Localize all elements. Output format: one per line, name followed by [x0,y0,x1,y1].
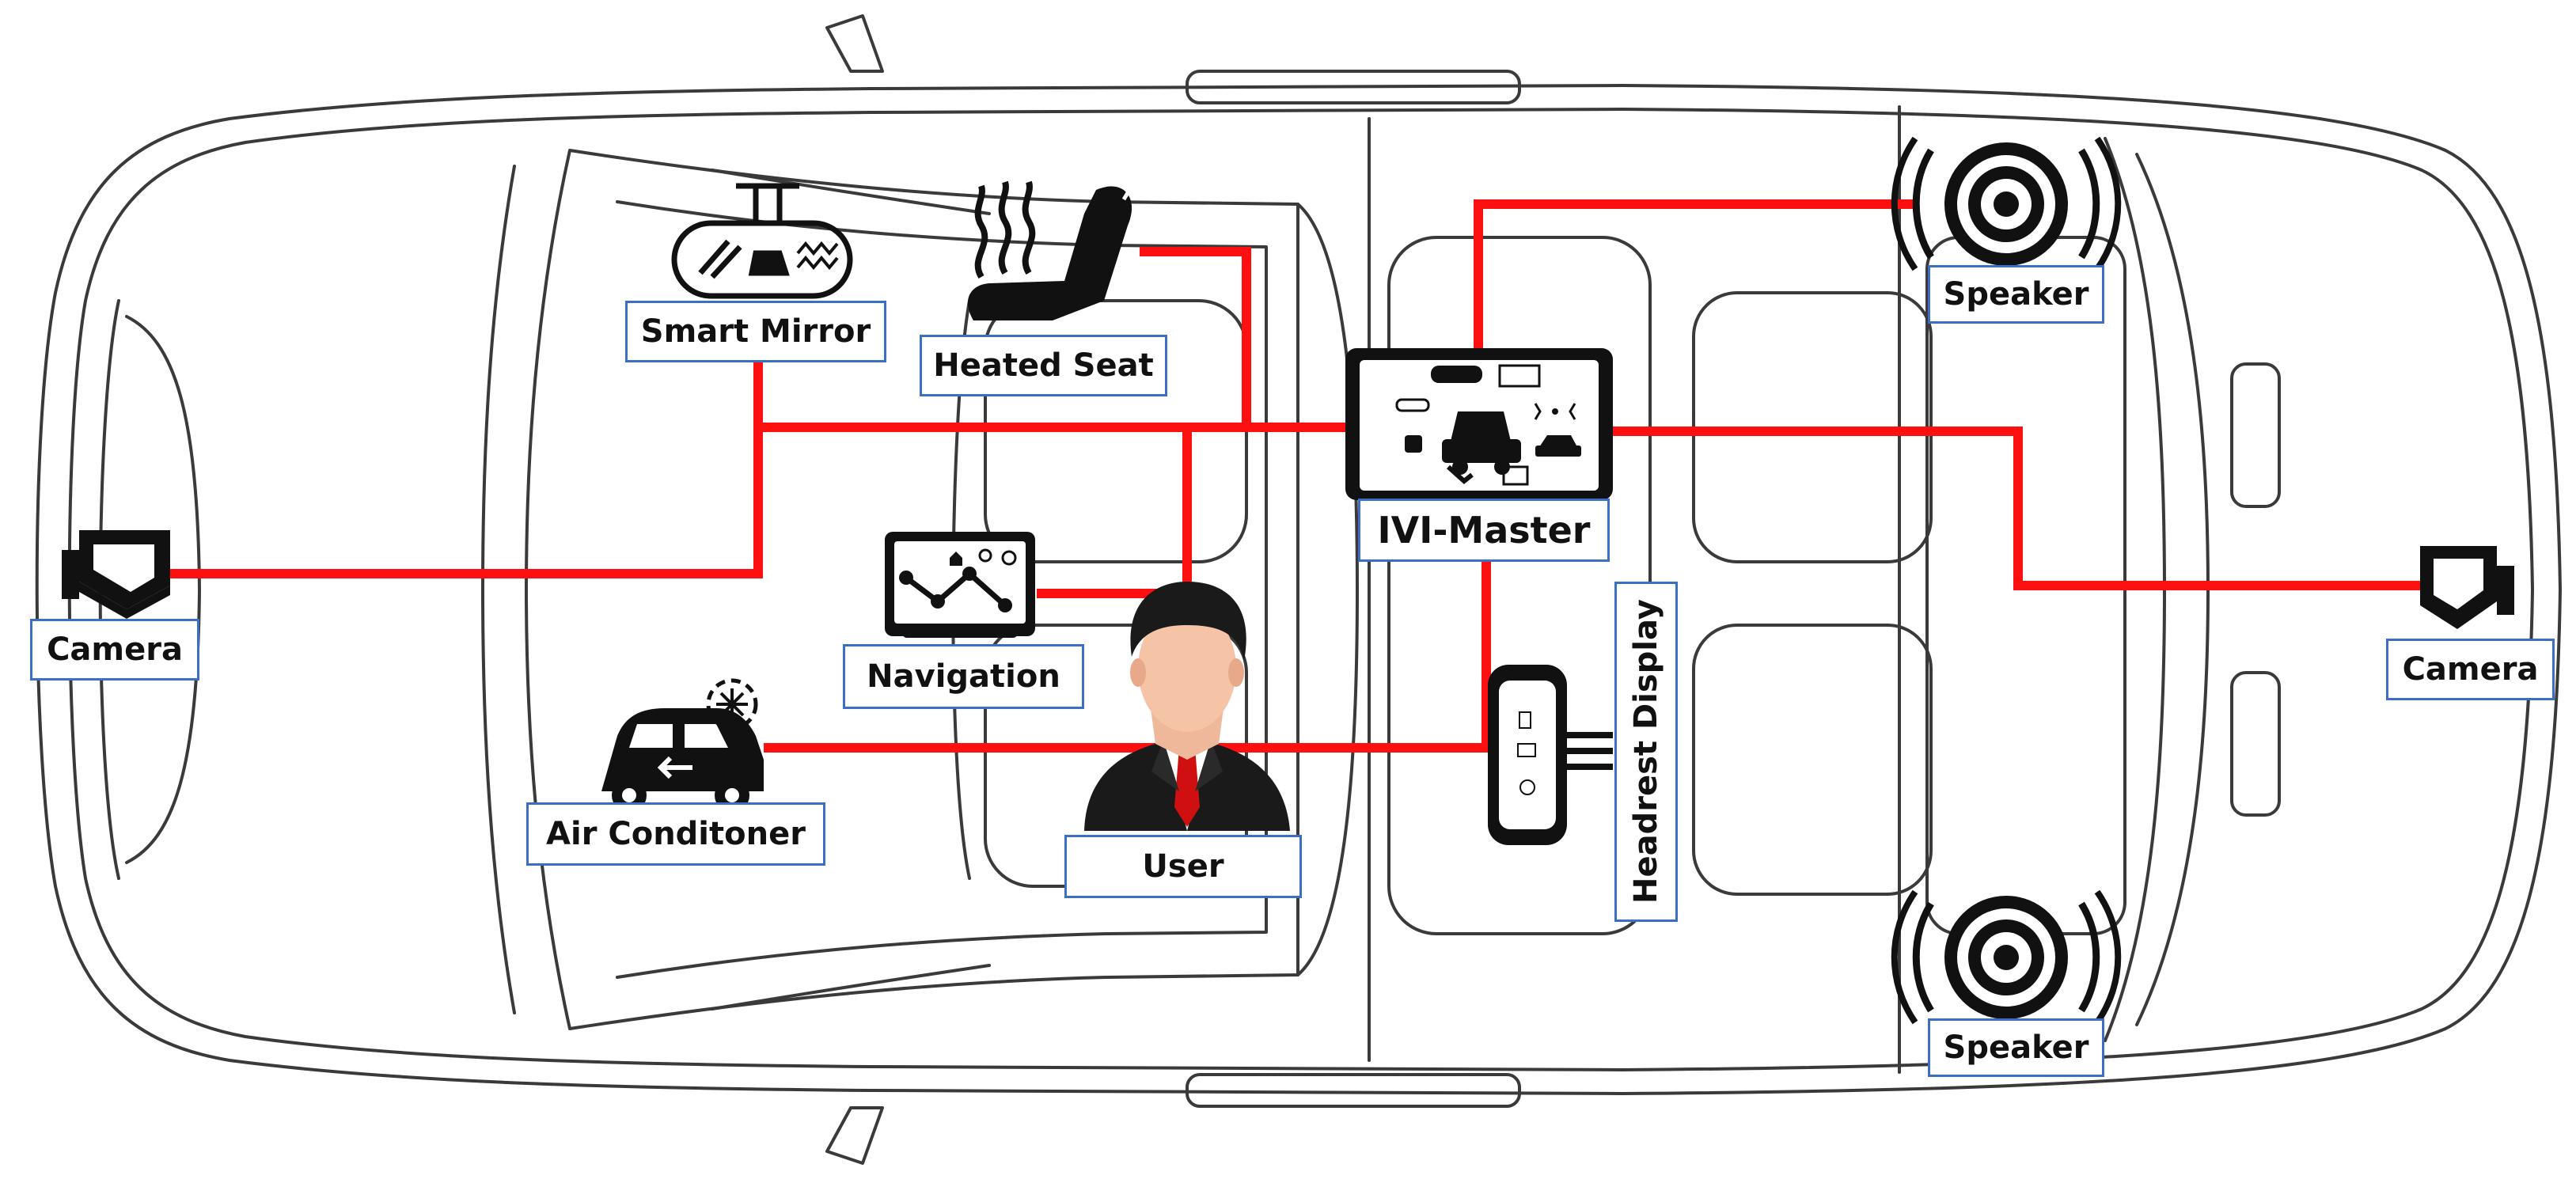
user-label: User [1064,835,1302,898]
camera-rear-label: Camera [2386,639,2555,700]
ivi-master-label: IVI-Master [1358,499,1610,562]
camera-icon [2420,546,2514,629]
headrest-display-label: Headrest Display [1614,582,1678,922]
phone-display-icon [1488,665,1613,845]
tablet-icon [1345,348,1613,500]
speaker-icon [1891,889,2122,1025]
speaker-bottom-label: Speaker [1928,1018,2104,1077]
heated-seat-icon [967,180,1136,320]
navigation-label: Navigation [843,644,1084,709]
navigation-screen-icon [885,532,1035,638]
camera-icon [62,530,170,619]
user-avatar-icon [1084,582,1290,831]
smart-mirror-label: Smart Mirror [625,301,886,362]
speaker-top-label: Speaker [1928,265,2104,324]
air-conditioner-label: Air Conditoner [526,802,825,866]
speaker-icon [1891,136,2122,271]
car-ac-icon [601,678,764,813]
heated-seat-label: Heated Seat [920,335,1167,396]
rearview-mirror-icon [671,183,853,299]
camera-front-label: Camera [30,619,199,681]
